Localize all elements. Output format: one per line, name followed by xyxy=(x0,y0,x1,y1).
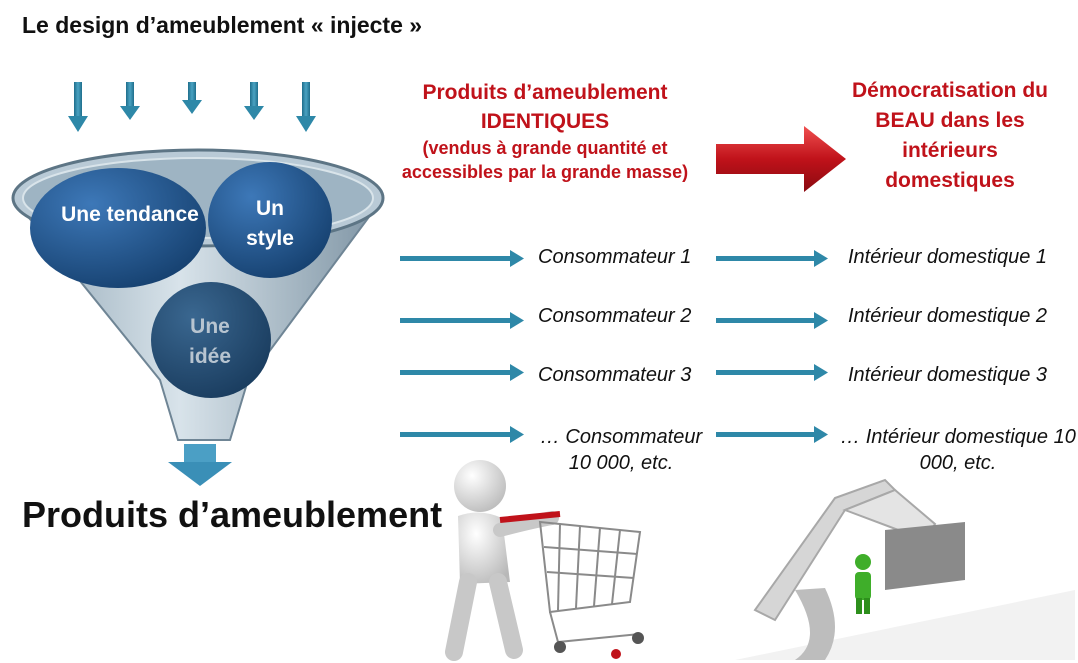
middle-header: Produits d’ameublement IDENTIQUES (vendu… xyxy=(380,78,710,184)
output-label: Produits d’ameublement xyxy=(22,494,443,535)
shopping-cart-figure xyxy=(445,460,644,661)
house-figure xyxy=(735,478,1075,660)
consumer-last-label: … Consommateur 10 000, etc. xyxy=(539,426,703,474)
middle-header-line1: Produits d’ameublement xyxy=(422,81,668,104)
funnel xyxy=(11,148,385,441)
flow-arrows xyxy=(400,250,828,443)
bubble-style xyxy=(208,162,332,278)
right-header: Démocratisation du BEAU dans les intérie… xyxy=(851,79,1049,192)
consumer-2-label: Consommateur 2 xyxy=(538,305,692,327)
interior-last-label: … Intérieur domestique 10 000, etc. xyxy=(840,426,1076,474)
down-arrow-icon xyxy=(68,82,88,132)
bubble-trend xyxy=(30,168,206,288)
interior-1-label: Intérieur domestique 1 xyxy=(848,246,1048,268)
bubble-style-label: Un style xyxy=(246,197,294,250)
bubble-idea-label: Une idée xyxy=(188,315,232,368)
down-arrow-icon xyxy=(244,82,264,120)
input-arrows xyxy=(68,82,316,132)
bubble-idea xyxy=(151,282,271,398)
consumer-1-label: Consommateur 1 xyxy=(538,246,692,268)
down-arrow-icon xyxy=(120,82,140,120)
middle-header-line2: IDENTIQUES xyxy=(480,110,610,133)
red-arrow-icon xyxy=(716,126,846,192)
page-title: Le design d’ameublement « injecte » xyxy=(22,12,423,38)
down-arrow-icon xyxy=(168,444,232,486)
interior-2-label: Intérieur domestique 2 xyxy=(848,305,1048,327)
consumer-3-label: Consommateur 3 xyxy=(538,364,692,386)
bubble-trend-label: Une tendance xyxy=(61,203,199,226)
interior-3-label: Intérieur domestique 3 xyxy=(848,364,1048,386)
down-arrow-icon xyxy=(182,82,202,114)
down-arrow-icon xyxy=(296,82,316,132)
middle-header-subtitle: (vendus à grande quantité et accessibles… xyxy=(401,138,689,182)
